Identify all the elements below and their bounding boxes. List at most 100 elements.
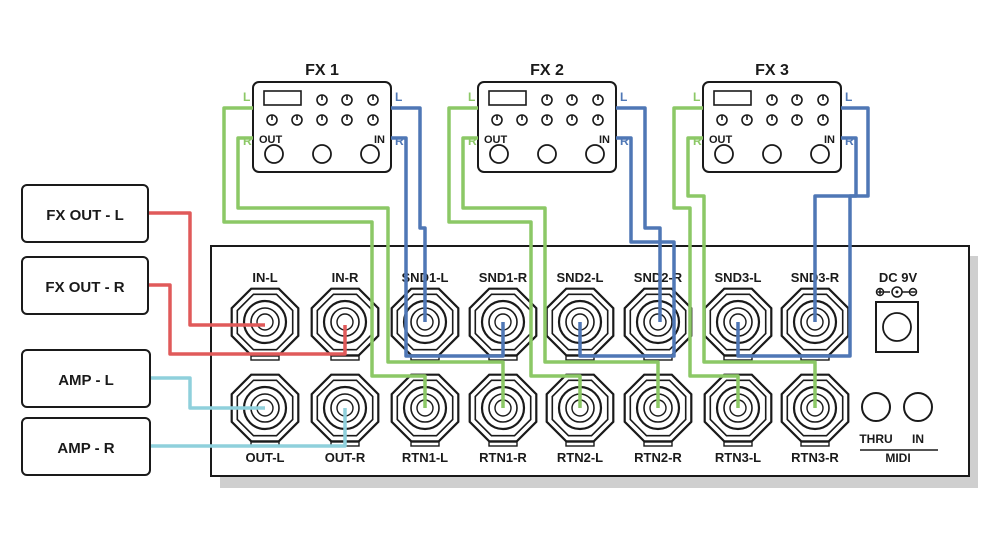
- fx1-left-l: L: [243, 90, 250, 104]
- cable-fx2-l-blue: [616, 106, 662, 322]
- jack-label-snd3-l: SND3-L: [715, 270, 762, 285]
- amp-l-box: AMP - L: [21, 349, 151, 408]
- knob-icon: [367, 94, 379, 106]
- jack-label-in-r: IN-R: [332, 270, 359, 285]
- fx1-out-label: OUT: [259, 134, 283, 146]
- jack-label-rtn2-r: RTN2-R: [634, 450, 682, 465]
- cable-amp-r: [150, 408, 347, 448]
- amp-l-label: AMP - L: [58, 372, 114, 389]
- fx1-right-r: R: [395, 134, 404, 148]
- cable-fx-out-l: [148, 211, 265, 327]
- knob-icon: [367, 114, 379, 126]
- knob-icon: [791, 114, 803, 126]
- footswitch: [810, 144, 830, 164]
- fx3-in-label: IN: [824, 134, 835, 146]
- knob-icon: [766, 94, 778, 106]
- jack-label-out-l: OUT-L: [246, 450, 285, 465]
- fx2-out-label: OUT: [484, 134, 508, 146]
- jack-label-rtn3-r: RTN3-R: [791, 450, 839, 465]
- midi-section: THRU IN MIDI: [859, 392, 938, 465]
- knob-icon: [766, 114, 778, 126]
- fx2-right-l: L: [620, 90, 627, 104]
- amp-r-label: AMP - R: [57, 440, 114, 457]
- cable-fx3-r-blue: [813, 136, 858, 322]
- fx3-right-r: R: [845, 134, 854, 148]
- footswitch: [360, 144, 380, 164]
- fx3-left-l: L: [693, 90, 700, 104]
- polarity-icon: [875, 286, 918, 298]
- fx2-right-r: R: [620, 134, 629, 148]
- jack-label-rtn1-r: RTN1-R: [479, 450, 527, 465]
- jack-label-rtn3-l: RTN3-L: [715, 450, 761, 465]
- knob-icon: [516, 114, 528, 126]
- fx3-left-r: R: [693, 134, 702, 148]
- knob-icon: [791, 94, 803, 106]
- fx2-in-label: IN: [599, 134, 610, 146]
- knob-icon: [566, 114, 578, 126]
- fx3-out-label: OUT: [709, 134, 733, 146]
- jack-rtn1-l: [390, 373, 460, 447]
- midi-in-label: IN: [912, 432, 924, 446]
- dc-label: DC 9V: [879, 270, 918, 285]
- jack-label-snd2-l: SND2-L: [557, 270, 604, 285]
- midi-label: MIDI: [885, 451, 910, 465]
- fx3-display: [713, 90, 752, 106]
- cable-fx-out-r: [148, 283, 347, 356]
- fx2-display: [488, 90, 527, 106]
- cable-fx1-l-blue: [391, 106, 427, 322]
- fx1-title: FX 1: [305, 62, 339, 79]
- knob-icon: [341, 94, 353, 106]
- knob-icon: [817, 114, 829, 126]
- footswitch: [585, 144, 605, 164]
- cable-fx2-l-green: [447, 106, 582, 408]
- knob-icon: [541, 94, 553, 106]
- knob-icon: [341, 114, 353, 126]
- midi-in-jack: [903, 392, 933, 422]
- knob-icon: [592, 94, 604, 106]
- cable-fx1-r-green: [236, 136, 505, 408]
- footswitch: [489, 144, 509, 164]
- footswitch: [762, 144, 782, 164]
- cable-fx1-l-green: [222, 106, 427, 408]
- knob-icon: [491, 114, 503, 126]
- jack-label-in-l: IN-L: [252, 270, 277, 285]
- knob-icon: [291, 114, 303, 126]
- fx-out-r-label: FX OUT - R: [45, 279, 124, 296]
- knob-icon: [741, 114, 753, 126]
- knob-icon: [266, 114, 278, 126]
- midi-thru-label: THRU: [859, 432, 892, 446]
- cable-fx3-r-green: [686, 136, 817, 408]
- cable-amp-l: [150, 376, 265, 410]
- jack-label-rtn2-l: RTN2-L: [557, 450, 603, 465]
- jack-label-out-r: OUT-R: [325, 450, 366, 465]
- cable-fx1-r-blue: [391, 136, 505, 358]
- dc-power-jack: DC 9V: [875, 270, 919, 353]
- footswitch: [312, 144, 332, 164]
- knob-icon: [316, 114, 328, 126]
- footswitch: [714, 144, 734, 164]
- jack-label-rtn1-l: RTN1-L: [402, 450, 448, 465]
- fx2-pedal: FX 2 OUT IN L R L R: [468, 62, 629, 173]
- fx1-right-l: L: [395, 90, 402, 104]
- knob-icon: [566, 94, 578, 106]
- fx3-right-l: L: [845, 90, 852, 104]
- midi-thru-jack: [861, 392, 891, 422]
- fx2-left-r: R: [468, 134, 477, 148]
- fx-out-l-label: FX OUT - L: [46, 207, 124, 224]
- fx-out-l-box: FX OUT - L: [21, 184, 149, 243]
- fx3-pedal: FX 3 OUT IN L R L R: [693, 62, 854, 173]
- fx-out-r-box: FX OUT - R: [21, 256, 149, 315]
- amp-r-box: AMP - R: [21, 417, 151, 476]
- cable-fx2-r-green: [461, 136, 660, 408]
- cable-group: [148, 106, 870, 448]
- fx2-left-l: L: [468, 90, 475, 104]
- fx3-title: FX 3: [755, 62, 789, 79]
- fx1-in-label: IN: [374, 134, 385, 146]
- fx2-title: FX 2: [530, 62, 564, 79]
- knob-icon: [316, 94, 328, 106]
- cable-fx2-r-blue: [578, 136, 676, 358]
- knob-icon: [716, 114, 728, 126]
